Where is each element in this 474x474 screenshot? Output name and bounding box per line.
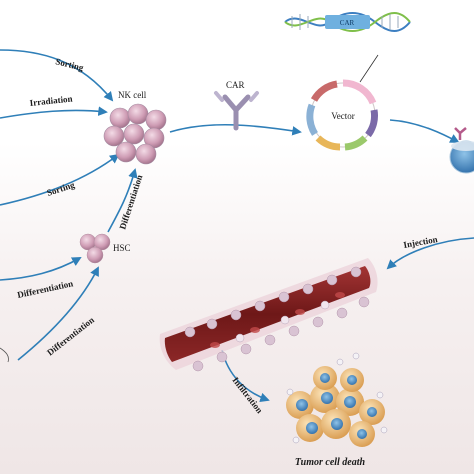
car-gene-label: CAR <box>340 19 355 27</box>
arrow-hsc-to-nk <box>107 168 138 233</box>
left-edge-curl <box>0 347 9 363</box>
nk-cell-label: NK cell <box>118 90 147 100</box>
dna-helix-icon <box>284 12 411 32</box>
car-label: CAR <box>226 80 245 90</box>
arrow-diff-lower <box>17 266 99 361</box>
injection-label: Injection <box>403 234 439 250</box>
hsc-label: HSC <box>113 243 131 253</box>
irradiation-label: Irradiation <box>29 94 73 108</box>
arrow-sorting-top <box>0 49 114 102</box>
tumor-cell-death-label: Tumor cell death <box>295 457 366 468</box>
infiltration-label: Infiltration <box>230 375 264 415</box>
vector-label: Vector <box>331 111 355 121</box>
differentiation-left-1-label: Differentiation <box>16 278 74 300</box>
arrow-injection <box>386 237 474 270</box>
car-nk-cell-icon <box>449 127 474 174</box>
hsc-cluster <box>79 233 111 264</box>
arrow-irradiation <box>0 106 108 119</box>
blood-vessel <box>159 258 378 372</box>
arrow-nk-to-vector <box>169 123 302 136</box>
arrow-vector-to-cell <box>389 119 460 143</box>
sorting-bottom-label: Sorting <box>46 179 77 197</box>
tumor-mass <box>286 352 388 447</box>
arrow-sorting-bottom <box>0 153 120 206</box>
vector-pointer-line <box>359 54 379 83</box>
car-antibody-icon <box>214 91 259 131</box>
nk-cell-cluster <box>103 103 167 165</box>
differentiation-left-2-label: Differentiation <box>45 315 96 358</box>
sorting-top-label: Sorting <box>55 56 86 73</box>
arrow-diff-to-hsc <box>0 257 82 281</box>
vector-plasmid <box>306 79 378 151</box>
